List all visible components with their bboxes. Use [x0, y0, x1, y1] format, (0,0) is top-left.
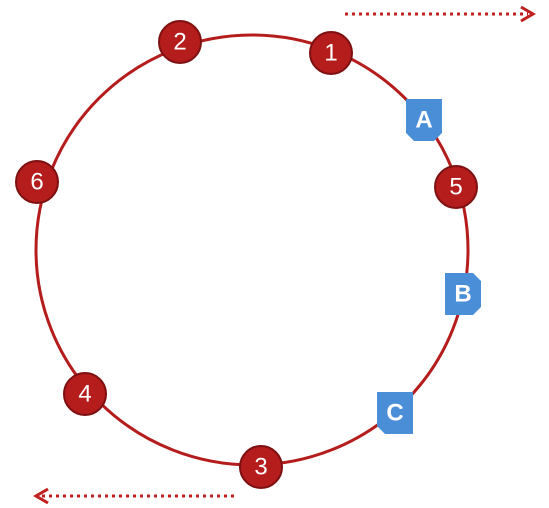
node-5: 5	[434, 165, 478, 209]
key-c: C	[377, 392, 413, 434]
node-2-label: 2	[173, 29, 186, 56]
node-1: 1	[309, 31, 353, 75]
node-2: 2	[158, 20, 202, 64]
key-a-label: A	[415, 107, 432, 134]
node-4-label: 4	[78, 381, 91, 408]
node-6-label: 6	[30, 169, 43, 196]
key-a: A	[406, 99, 442, 141]
node-6: 6	[15, 160, 59, 204]
key-b-label: B	[454, 281, 471, 308]
node-1-label: 1	[324, 40, 337, 67]
node-4: 4	[63, 372, 107, 416]
node-3-label: 3	[254, 454, 267, 481]
node-3: 3	[239, 445, 283, 489]
arrow-right	[345, 5, 536, 23]
key-b: B	[445, 273, 481, 315]
key-c-label: C	[386, 400, 403, 427]
node-5-label: 5	[449, 174, 462, 201]
arrow-left	[33, 487, 236, 505]
